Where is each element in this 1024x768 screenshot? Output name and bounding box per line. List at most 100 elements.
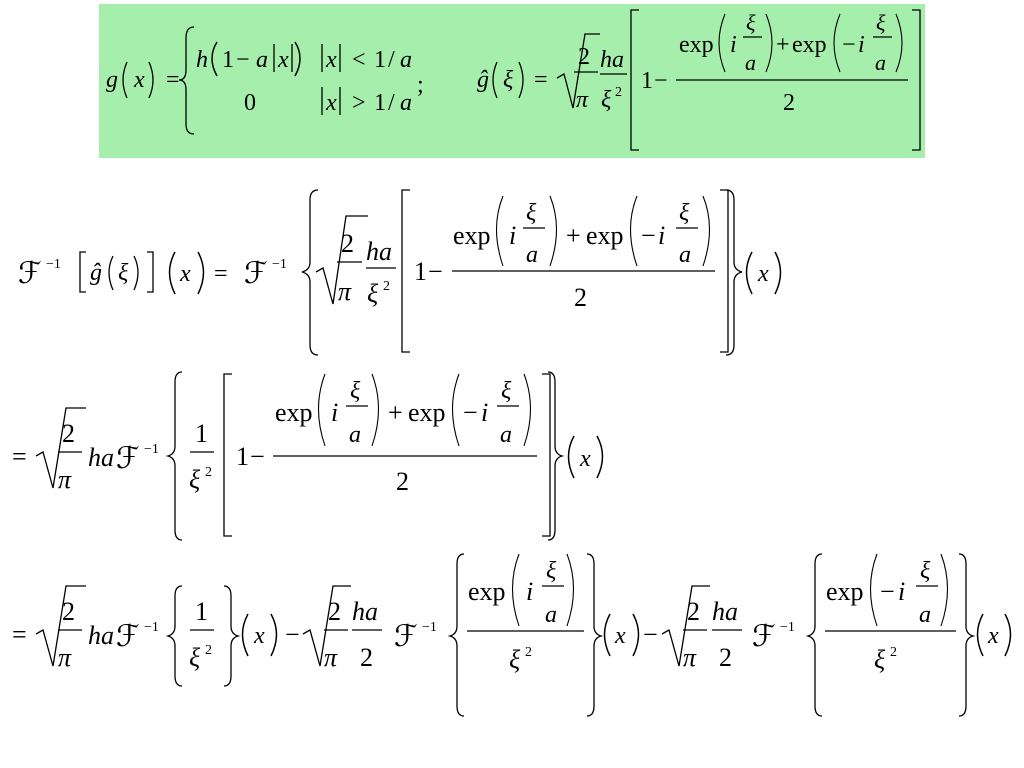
one: 1: [222, 47, 234, 73]
definition-g: g x = h 1 − a x x < 1 / a 0 x: [106, 26, 424, 135]
i-label: i: [730, 32, 737, 58]
xi-label: ξ: [546, 558, 557, 584]
two: 2: [783, 90, 795, 116]
two: 2: [396, 467, 409, 496]
a-label: a: [745, 50, 756, 75]
a-label: a: [400, 90, 412, 116]
i-label: i: [481, 398, 488, 427]
greater-than: >: [352, 90, 366, 116]
paren-open: [976, 613, 984, 657]
paren-close: [632, 613, 640, 657]
semicolon: ;: [417, 72, 424, 98]
script-f: ℱ: [394, 620, 418, 653]
exp-label: exp: [275, 398, 313, 427]
two: 2: [341, 229, 354, 258]
inverse-sup: −1: [144, 620, 159, 635]
xi-label: ξ: [526, 200, 537, 226]
a-label: a: [526, 242, 538, 268]
x-label: x: [757, 261, 769, 287]
one: 1: [414, 257, 427, 286]
bracket-close: [720, 189, 729, 353]
i-label: i: [858, 32, 865, 58]
two: 2: [719, 643, 732, 672]
exp-label: exp: [586, 221, 624, 250]
minus: −: [285, 620, 300, 649]
i-label: i: [658, 221, 665, 250]
pi-label: π: [324, 643, 338, 672]
brace-close: [547, 371, 565, 541]
a-label: a: [875, 50, 886, 75]
two: 2: [578, 44, 590, 70]
line-1: ℱ −1 ĝ ξ x = ℱ −1 2 π ha ξ 2 1 −: [18, 189, 782, 356]
x-label: x: [325, 47, 337, 73]
definition-ghat: ĝ ξ = 2 π ha ξ 2 1 − exp i ξ a + exp: [477, 9, 921, 151]
i-label: i: [509, 221, 516, 250]
brace-open: [301, 189, 319, 356]
script-f: ℱ: [752, 620, 776, 653]
paren-open: [833, 13, 841, 73]
sqrt-sign: [302, 585, 351, 667]
pi-label: π: [683, 643, 697, 672]
a-label: a: [500, 422, 512, 448]
a-label: a: [349, 422, 361, 448]
exp-label: exp: [468, 577, 506, 606]
sqrt-sign: [661, 585, 710, 667]
x-label: x: [987, 623, 999, 649]
brace-close: [725, 189, 743, 356]
sqrt-sign: [35, 407, 86, 489]
xi-label: ξ: [503, 67, 514, 93]
script-f: ℱ: [116, 442, 140, 475]
script-f: ℱ: [18, 257, 42, 290]
xi-label: ξ: [501, 378, 512, 404]
one: 1: [195, 419, 208, 448]
xi-label: ξ: [189, 465, 201, 494]
exp-label: exp: [408, 398, 446, 427]
zero: 0: [244, 90, 256, 116]
bracket-open: [630, 9, 639, 151]
pi-label: π: [58, 643, 72, 672]
paren-open: [241, 613, 249, 657]
sq-label: 2: [525, 645, 532, 660]
paren-close: [371, 373, 379, 447]
paren-close: [148, 61, 154, 99]
inverse-sup: −1: [272, 257, 287, 272]
line-3: = 2 π ha ℱ −1 1 ξ 2 x − 2 π ha 2 ℱ: [12, 553, 1012, 717]
sq-label: 2: [383, 279, 390, 294]
a-label: a: [400, 47, 412, 73]
exp-label: exp: [453, 221, 491, 250]
h-label: h: [196, 47, 208, 73]
brace-open: [165, 371, 183, 541]
paren-open: [870, 553, 878, 627]
ha-label: ha: [366, 237, 392, 266]
x-label: x: [133, 67, 145, 93]
equals: =: [534, 67, 548, 93]
ha-label: ha: [352, 597, 378, 626]
sq-label: 2: [205, 465, 212, 480]
exp-label: exp: [679, 32, 714, 58]
two: 2: [328, 597, 341, 626]
brace-close: [586, 553, 604, 717]
bracket-open: [401, 189, 410, 353]
ha-label: ha: [600, 47, 624, 73]
paren-close: [518, 61, 524, 99]
paren-open: [496, 195, 504, 267]
x-label: x: [253, 623, 265, 649]
paren-close: [523, 373, 531, 447]
g-label: g: [106, 67, 118, 93]
a-label: a: [679, 242, 691, 268]
inverse-sup: −1: [780, 620, 795, 635]
sq-label: 2: [615, 85, 622, 100]
definition-box: [99, 4, 925, 158]
one: 1: [236, 442, 249, 471]
two: 2: [574, 283, 587, 312]
script-f: ℱ: [116, 620, 140, 653]
paren-close: [895, 13, 903, 73]
xi-label: ξ: [118, 260, 129, 286]
minus: −: [643, 620, 658, 649]
slash: /: [388, 90, 395, 116]
paren-open: [211, 41, 218, 77]
inverse-sup: −1: [422, 620, 437, 635]
pi-label: π: [338, 277, 352, 306]
